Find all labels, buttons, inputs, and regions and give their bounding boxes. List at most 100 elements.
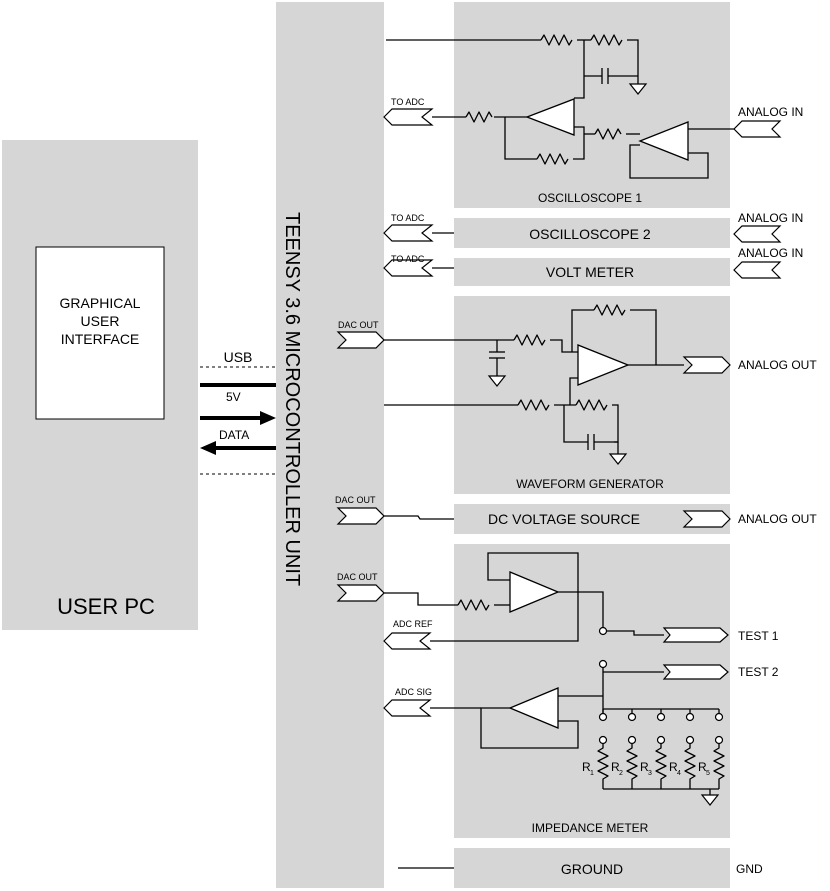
- analog-in-connector: [733, 261, 782, 279]
- data-arrow-left-icon: [200, 441, 216, 455]
- adc-sig-connector: [383, 699, 432, 717]
- volt-meter-label: VOLT METER: [546, 264, 634, 280]
- resistor-icon: [626, 744, 638, 789]
- resistor-icon: [655, 744, 667, 789]
- analog-out-label-2: ANALOG OUT: [738, 512, 817, 526]
- op-amp-icon: [508, 687, 559, 729]
- resistor-label-subscript: 1: [590, 770, 594, 777]
- test-1-connector: [662, 627, 729, 643]
- mcu-box: [276, 2, 384, 888]
- to-adc-label-3: TO ADC: [391, 254, 425, 264]
- ground-icon: [628, 83, 648, 95]
- dac-out-label-3: DAC OUT: [337, 572, 378, 582]
- dc-voltage-source-box: [454, 504, 730, 534]
- switch-contact-icon: [598, 712, 608, 722]
- resistor-icon: [540, 34, 573, 46]
- waveform-generator-box: [454, 296, 730, 494]
- oscilloscope-2-label: OSCILLOSCOPE 2: [529, 226, 651, 242]
- switch-contact-icon: [627, 712, 637, 722]
- dac-out-label-1: DAC OUT: [338, 320, 379, 330]
- ground-icon: [608, 453, 628, 465]
- to-adc-label-1: TO ADC: [391, 97, 425, 107]
- switch-contact-icon: [685, 735, 695, 745]
- resistor-label-subscript: 2: [619, 770, 623, 777]
- ground-box: [454, 848, 730, 888]
- dac-out-connector: [336, 507, 385, 525]
- resistor-icon: [590, 34, 623, 46]
- ground-icon: [700, 794, 720, 806]
- switch-contact-icon: [656, 712, 666, 722]
- resistor-icon: [575, 399, 608, 411]
- op-amp-icon: [638, 121, 689, 161]
- switch-contact-icon: [598, 735, 608, 745]
- switch-contact-icon: [598, 626, 608, 636]
- op-amp-icon: [525, 98, 575, 136]
- switch-contact-icon: [714, 735, 724, 745]
- analog-out-label-1: ANALOG OUT: [738, 358, 817, 372]
- resistor-icon: [517, 399, 550, 411]
- switch-contact-icon: [598, 659, 608, 669]
- to-adc-connector: [383, 108, 434, 126]
- resistor-icon: [594, 128, 622, 140]
- mcu-label: TEENSY 3.6 MICROCONTROLLER UNIT: [281, 212, 303, 586]
- ground-label: GROUND: [561, 861, 623, 877]
- usb-label: USB: [224, 349, 253, 365]
- switch-contact-icon: [656, 735, 666, 745]
- to-adc-label-2: TO ADC: [391, 213, 425, 223]
- resistor-label: R: [698, 760, 707, 774]
- switch-contact-icon: [685, 712, 695, 722]
- analog-out-connector: [682, 356, 731, 374]
- user-pc-label: USER PC: [57, 594, 155, 619]
- data-arrow-right-icon: [260, 411, 276, 425]
- impedance-meter-box: [454, 544, 730, 838]
- resistor-label: R: [640, 760, 649, 774]
- resistor-icon: [465, 111, 493, 123]
- test-2-connector: [662, 664, 729, 680]
- gui-box: [35, 246, 165, 420]
- analog-out-connector: [682, 510, 731, 528]
- dc-voltage-source-label: DC VOLTAGE SOURCE: [488, 511, 640, 527]
- resistor-icon: [593, 304, 626, 316]
- resistor-label: R: [669, 760, 678, 774]
- resistor-label-subscript: 4: [677, 770, 681, 777]
- resistor-icon: [457, 599, 490, 611]
- analog-in-label-3: ANALOG IN: [738, 246, 803, 260]
- op-amp-icon: [509, 571, 560, 613]
- resistor-label: R: [611, 760, 620, 774]
- volt-meter-box: [454, 258, 730, 286]
- adc-sig-label: ADC SIG: [395, 687, 432, 697]
- gui-label-line1: GRAPHICAL: [60, 295, 141, 311]
- analog-in-label-2: ANALOG IN: [738, 211, 803, 225]
- to-adc-connector: [383, 224, 434, 242]
- resistor-label-subscript: 3: [648, 770, 652, 777]
- to-adc-connector: [383, 259, 434, 277]
- dac-out-connector: [336, 331, 385, 349]
- resistor-icon: [684, 744, 696, 789]
- resistor-icon: [536, 153, 569, 165]
- dac-out-label-2: DAC OUT: [335, 495, 376, 505]
- test-1-label: TEST 1: [738, 629, 779, 643]
- power-label: 5V: [226, 390, 241, 404]
- resistor-icon: [713, 744, 725, 789]
- switch-contact-icon: [714, 712, 724, 722]
- analog-in-label-1: ANALOG IN: [738, 105, 803, 119]
- adc-ref-label: ADC REF: [393, 619, 433, 629]
- resistor-label-subscript: 5: [706, 770, 710, 777]
- analog-in-connector: [733, 120, 782, 138]
- adc-ref-connector: [383, 632, 432, 650]
- impedance-meter-label: IMPEDANCE METER: [532, 821, 649, 835]
- dac-out-connector: [336, 584, 385, 602]
- resistor-label: R: [582, 760, 591, 774]
- waveform-generator-label: WAVEFORM GENERATOR: [516, 477, 664, 491]
- oscilloscope-1-box: [454, 2, 730, 208]
- resistor-icon: [513, 334, 546, 346]
- op-amp-icon: [577, 344, 630, 386]
- oscilloscope-2-box: [454, 218, 730, 248]
- ground-icon: [487, 375, 507, 387]
- gui-label-line2: USER: [81, 313, 120, 329]
- oscilloscope-1-label: OSCILLOSCOPE 1: [538, 191, 642, 205]
- analog-in-connector: [733, 225, 782, 243]
